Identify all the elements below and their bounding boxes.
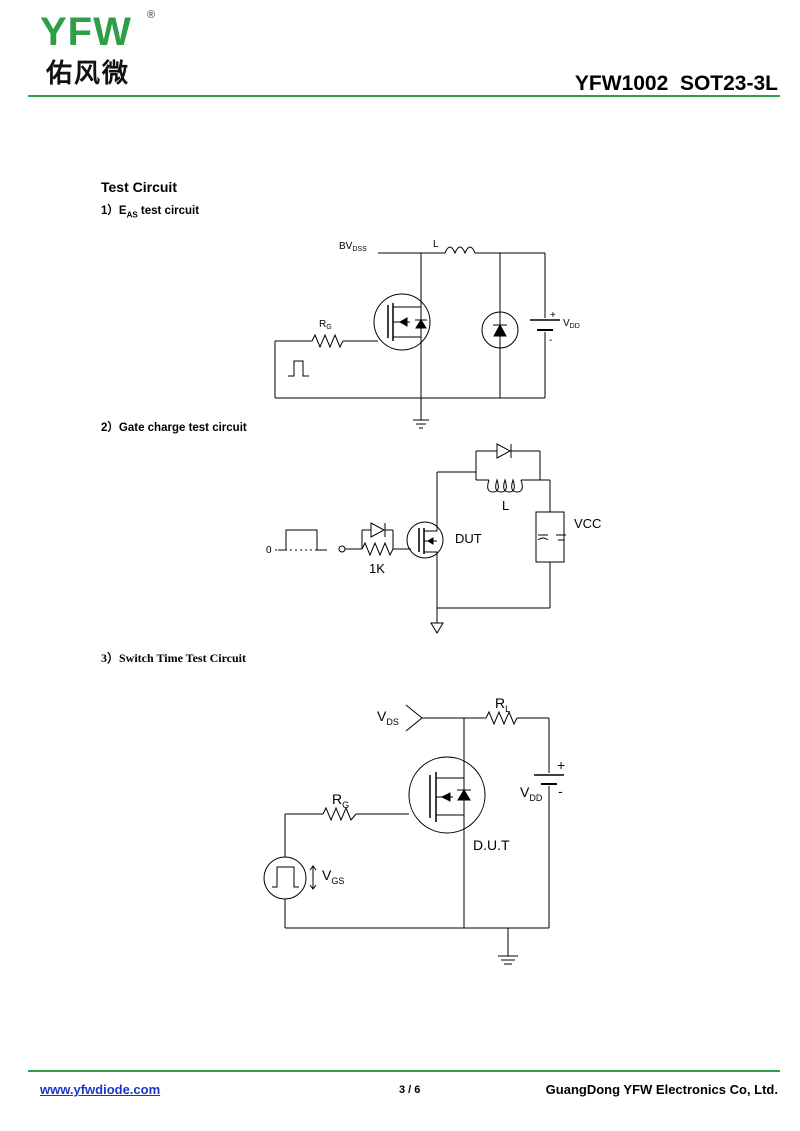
gate-charge-labels: 0 1K DUT L VCC	[266, 498, 601, 576]
registered-mark: ®	[147, 9, 156, 21]
subtitle-eas-e: E	[118, 205, 127, 217]
eas-labels: BVDSS L RG + - VDD	[319, 239, 580, 346]
rg-label: RG	[319, 319, 332, 331]
subtitle-eas-rest: test circuit	[137, 205, 200, 217]
vdd-label: VDD	[563, 318, 580, 330]
section-title: Test Circuit	[101, 179, 177, 195]
page-number: 3 / 6	[399, 1084, 421, 1096]
resistor-1k-label: 1K	[369, 561, 385, 576]
footer-divider	[28, 1070, 780, 1072]
rl-label: RL	[495, 695, 510, 714]
subtitle-eas-sub: AS	[126, 210, 138, 220]
rg-switch-label: RG	[332, 791, 349, 810]
plus-label: +	[550, 310, 556, 321]
inductor-label: L	[433, 239, 439, 250]
minus-label: -	[549, 335, 552, 346]
subtitle-gate-charge: 2）Gate charge test circuit	[101, 422, 247, 434]
vdd-switch-label: VDD	[520, 784, 543, 803]
dut-switch-label: D.U.T	[473, 837, 510, 853]
dut-label: DUT	[455, 531, 482, 546]
part-title: YFW1002 SOT23-3L	[574, 72, 778, 95]
header-divider	[28, 95, 780, 97]
vds-label: VDS	[377, 708, 399, 727]
inductor-l-label: L	[502, 498, 509, 513]
logo-chinese: 佑风微	[46, 59, 131, 89]
zero-label: 0	[266, 545, 272, 556]
subtitle-eas: 1）EAS test circuit	[101, 202, 199, 219]
website-link[interactable]: www.yfwdiode.com	[40, 1082, 161, 1097]
subtitle-switch-time: 3）Switch Time Test Circuit	[101, 651, 247, 665]
gate-charge-circuit	[275, 443, 566, 634]
subtitle-eas-prefix: 1）	[101, 205, 119, 217]
plus-switch-label: +	[557, 757, 565, 773]
eas-test-circuit	[274, 246, 560, 429]
logo-latin: YFW	[40, 10, 132, 54]
minus-switch-label: -	[558, 783, 563, 799]
bvdss-label: BVDSS	[339, 241, 367, 253]
switch-time-circuit	[263, 704, 564, 965]
company-name: GuangDong YFW Electronics Co, Ltd.	[545, 1082, 778, 1097]
switch-time-labels: VDS RL RG VGS + - VDD D.U.T	[322, 695, 565, 886]
vgs-label: VGS	[322, 867, 344, 886]
vcc-label: VCC	[574, 516, 601, 531]
